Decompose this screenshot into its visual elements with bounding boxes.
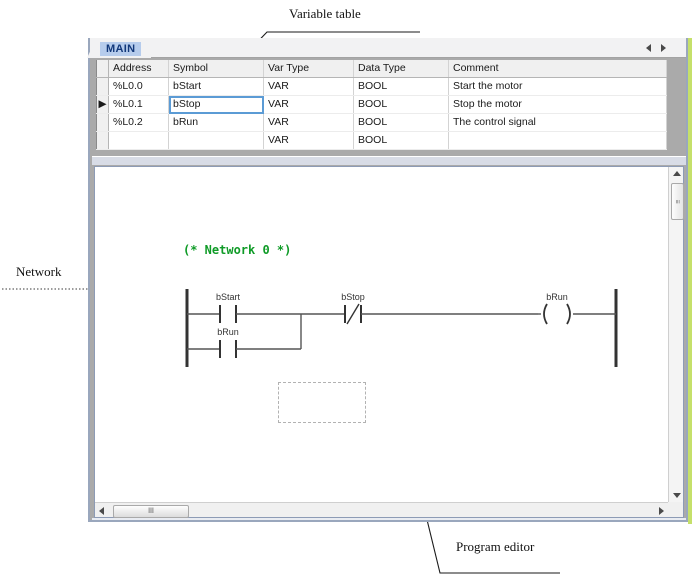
- cell-symbol[interactable]: bStart: [168, 77, 264, 96]
- ladder-diagram: bStart bRun bStop bRun: [185, 289, 618, 367]
- scroll-left-icon[interactable]: [95, 503, 108, 518]
- column-header-address[interactable]: Address: [108, 60, 169, 78]
- ladder-label-bstart: bStart: [216, 292, 241, 302]
- tab-nav-left-icon[interactable]: [643, 42, 653, 54]
- cell-symbol-selected[interactable]: bStop: [168, 95, 264, 114]
- cell-var-type[interactable]: VAR: [263, 95, 354, 114]
- cell-symbol[interactable]: bRun: [168, 113, 264, 132]
- horizontal-scroll-thumb[interactable]: ‖‖: [113, 505, 189, 518]
- cell-address[interactable]: %L0.1: [108, 95, 169, 114]
- cell-comment[interactable]: Stop the motor: [448, 95, 667, 114]
- cell-address[interactable]: [108, 131, 169, 150]
- cell-data-type[interactable]: BOOL: [353, 113, 449, 132]
- program-editor-panel: (* Network 0 *): [94, 166, 684, 518]
- cell-data-type[interactable]: BOOL: [353, 95, 449, 114]
- ladder-label-bstop: bStop: [341, 292, 365, 302]
- editor-vertical-scrollbar[interactable]: ≡: [668, 167, 684, 502]
- tab-nav-right-icon[interactable]: [658, 42, 668, 54]
- row-marker: [96, 77, 109, 96]
- column-header-data-type[interactable]: Data Type: [353, 60, 449, 78]
- annotation-program-editor: Program editor: [456, 539, 535, 554]
- column-header-var-type[interactable]: Var Type: [263, 60, 354, 78]
- panel-splitter[interactable]: [92, 156, 686, 165]
- annotation-network: Network: [16, 264, 62, 279]
- row-marker: [96, 131, 109, 150]
- empty-network-placeholder[interactable]: [278, 382, 366, 423]
- cell-symbol[interactable]: [168, 131, 264, 150]
- table-row[interactable]: %L0.0 bStart VAR BOOL Start the motor: [96, 77, 667, 96]
- cell-data-type[interactable]: BOOL: [353, 77, 449, 96]
- scroll-thumb-grip: ‖‖: [148, 508, 154, 515]
- table-row[interactable]: %L0.2 bRun VAR BOOL The control signal: [96, 113, 667, 132]
- tab-main[interactable]: MAIN: [86, 39, 152, 58]
- table-header-row: Address Symbol Var Type Data Type Commen…: [96, 60, 667, 78]
- cell-address[interactable]: %L0.0: [108, 77, 169, 96]
- tab-strip: MAIN: [86, 38, 686, 58]
- table-row[interactable]: ▶ %L0.1 bStop VAR BOOL Stop the motor: [96, 95, 667, 114]
- variable-table-region: Address Symbol Var Type Data Type Commen…: [92, 59, 686, 156]
- scroll-up-icon[interactable]: [669, 167, 684, 180]
- application-window: MAIN Address Symbol Var Type Data Type C…: [86, 38, 688, 522]
- cell-data-type[interactable]: BOOL: [353, 131, 449, 150]
- scroll-thumb-grip: ≡: [674, 199, 681, 204]
- row-selector-header: [96, 60, 109, 78]
- window-bottom-edge: [92, 518, 686, 520]
- column-header-symbol[interactable]: Symbol: [168, 60, 264, 78]
- ladder-label-brun-contact: bRun: [217, 327, 239, 337]
- ladder-label-brun-coil: bRun: [546, 292, 568, 302]
- network-comment[interactable]: (* Network 0 *): [183, 243, 292, 257]
- cell-var-type[interactable]: VAR: [263, 77, 354, 96]
- scroll-right-icon[interactable]: [655, 503, 668, 518]
- scrollbar-corner: [668, 502, 683, 517]
- column-header-comment[interactable]: Comment: [448, 60, 667, 78]
- annotation-variable-table: Variable table: [289, 6, 361, 21]
- cell-var-type[interactable]: VAR: [263, 113, 354, 132]
- vertical-scroll-thumb[interactable]: ≡: [671, 183, 684, 220]
- scroll-down-icon[interactable]: [669, 489, 684, 502]
- row-marker: ▶: [96, 95, 109, 114]
- row-marker: [96, 113, 109, 132]
- cell-address[interactable]: %L0.2: [108, 113, 169, 132]
- table-row[interactable]: VAR BOOL: [96, 131, 667, 150]
- cell-comment[interactable]: [448, 131, 667, 150]
- right-edge-strip: [688, 38, 692, 524]
- ladder-canvas[interactable]: (* Network 0 *): [95, 167, 668, 502]
- tab-main-label: MAIN: [100, 41, 142, 56]
- cell-comment[interactable]: Start the motor: [448, 77, 667, 96]
- cell-var-type[interactable]: VAR: [263, 131, 354, 150]
- variable-table[interactable]: Address Symbol Var Type Data Type Commen…: [96, 60, 667, 150]
- cell-comment[interactable]: The control signal: [448, 113, 667, 132]
- editor-horizontal-scrollbar[interactable]: ‖‖: [95, 502, 668, 518]
